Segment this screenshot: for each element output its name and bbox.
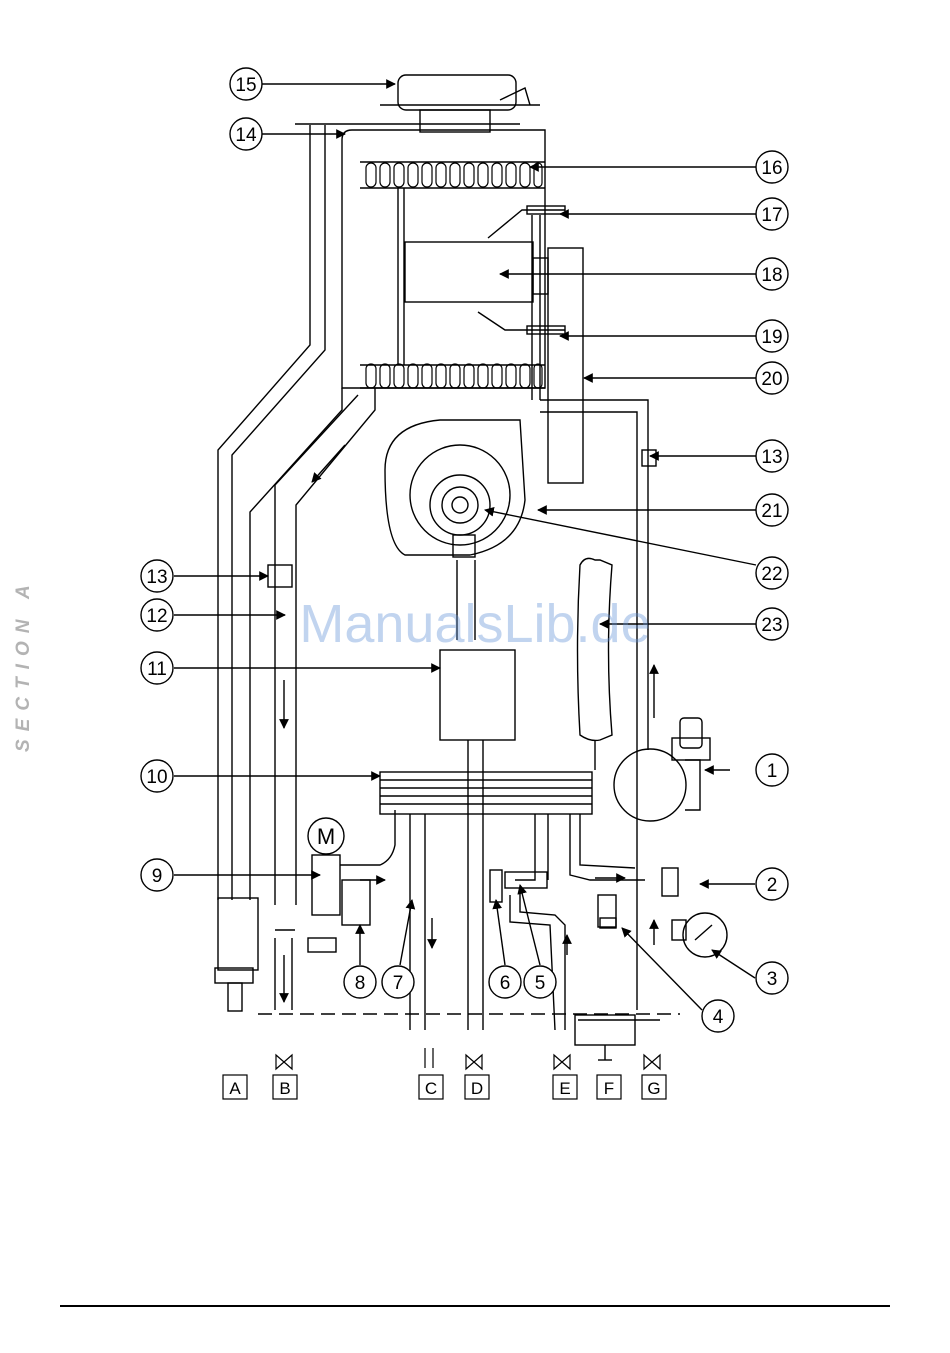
svg-text:20: 20 <box>761 369 782 390</box>
electrodes <box>478 206 565 400</box>
callout-16: 16 <box>756 151 788 183</box>
svg-text:5: 5 <box>535 973 546 994</box>
svg-text:13: 13 <box>146 567 167 588</box>
svg-text:11: 11 <box>147 659 167 680</box>
svg-text:D: D <box>471 1079 483 1098</box>
svg-text:16: 16 <box>761 158 782 179</box>
fan <box>385 420 525 640</box>
pressure-gauge <box>683 913 727 957</box>
gas-pipe <box>468 740 483 1030</box>
callout-8: 8 <box>344 966 376 998</box>
connection-D: D <box>465 1075 489 1099</box>
connection-C: C <box>419 1075 443 1099</box>
svg-text:2: 2 <box>767 875 778 896</box>
connection-A: A <box>223 1075 247 1099</box>
svg-text:3: 3 <box>767 969 778 990</box>
svg-text:21: 21 <box>761 501 782 522</box>
connection-layer: A B C D E F G <box>223 1075 666 1099</box>
connection-B: B <box>273 1075 297 1099</box>
control-panel <box>548 248 583 483</box>
svg-text:13: 13 <box>761 447 782 468</box>
callout-18: 18 <box>756 258 788 290</box>
svg-text:9: 9 <box>152 866 163 887</box>
svg-text:15: 15 <box>235 75 256 96</box>
footer-rule <box>60 1305 890 1307</box>
callout-21: 21 <box>756 494 788 526</box>
left-pipes <box>215 125 375 1011</box>
callout-2: 2 <box>756 868 788 900</box>
coil-bottom <box>366 364 542 388</box>
svg-text:A: A <box>229 1079 241 1098</box>
svg-text:14: 14 <box>235 125 257 146</box>
callout-11: 11 <box>141 652 173 684</box>
gas-valve <box>440 650 515 740</box>
callout-3: 3 <box>756 962 788 994</box>
lower-pipes <box>410 814 686 1060</box>
callout-1: 1 <box>756 754 788 786</box>
connection-F: F <box>597 1075 621 1099</box>
svg-text:4: 4 <box>713 1007 724 1028</box>
callout-15: 15 <box>230 68 262 100</box>
svg-text:10: 10 <box>146 767 167 788</box>
callout-9: 9 <box>141 859 173 891</box>
callout-19: 19 <box>756 320 788 352</box>
svg-text:6: 6 <box>500 973 511 994</box>
callout-20: 20 <box>756 362 788 394</box>
connection-G: G <box>642 1075 666 1099</box>
svg-text:8: 8 <box>355 973 366 994</box>
motor-label: M <box>317 824 335 849</box>
callout-12: 12 <box>141 599 173 631</box>
callout-6: 6 <box>489 966 521 998</box>
callout-7: 7 <box>382 966 414 998</box>
callout-17: 17 <box>756 198 788 230</box>
callout-13: 13 <box>756 440 788 472</box>
svg-text:22: 22 <box>761 564 782 585</box>
coil-top <box>366 163 542 187</box>
svg-text:18: 18 <box>761 265 782 286</box>
connection-E: E <box>553 1075 577 1099</box>
plate-heat-exchanger <box>380 772 592 814</box>
heat-exchanger <box>342 130 548 388</box>
callout-23: 23 <box>756 608 788 640</box>
svg-text:19: 19 <box>761 327 782 348</box>
expansion-vessel <box>578 558 613 740</box>
svg-text:12: 12 <box>146 606 167 627</box>
callout-10: 10 <box>141 760 173 792</box>
svg-text:G: G <box>647 1079 660 1098</box>
svg-text:F: F <box>604 1079 614 1098</box>
svg-text:1: 1 <box>767 761 778 782</box>
svg-text:C: C <box>425 1079 437 1098</box>
svg-text:7: 7 <box>393 973 404 994</box>
callout-4: 4 <box>702 1000 734 1032</box>
callout-13: 13 <box>141 560 173 592</box>
svg-text:23: 23 <box>761 615 782 636</box>
callout-5: 5 <box>524 966 556 998</box>
svg-text:17: 17 <box>761 205 782 226</box>
pump <box>614 718 710 821</box>
callout-14: 14 <box>230 118 262 150</box>
svg-text:E: E <box>559 1079 570 1098</box>
svg-text:B: B <box>279 1079 290 1098</box>
leader-lines <box>174 84 756 1010</box>
connection-valves <box>276 1048 660 1069</box>
callout-22: 22 <box>756 557 788 589</box>
